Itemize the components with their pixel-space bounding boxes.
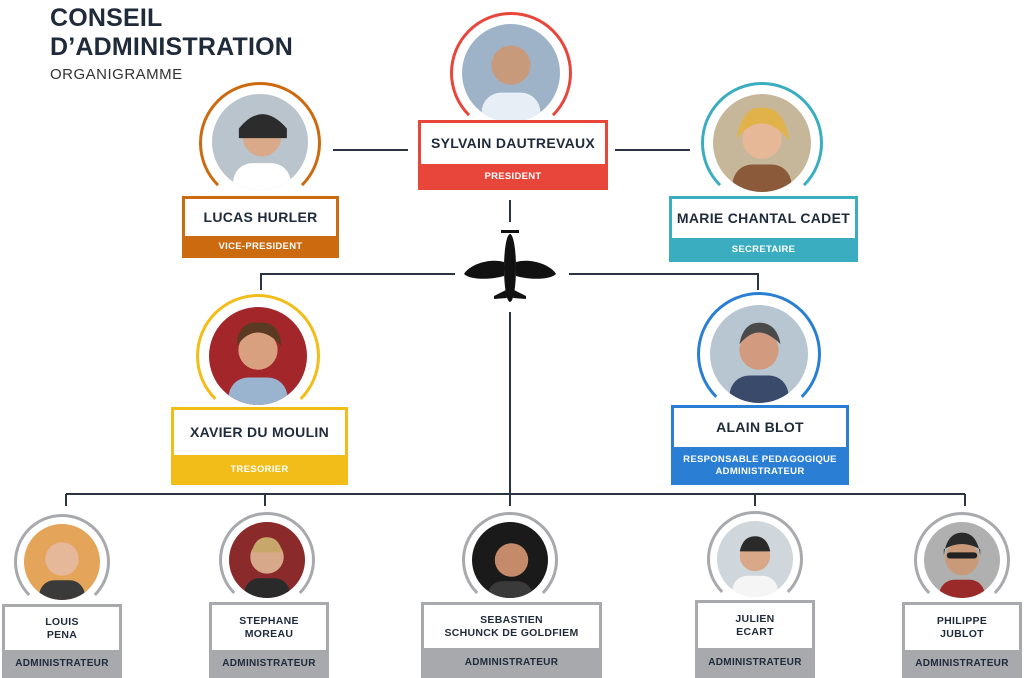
member-role: ADMINISTRATEUR (695, 648, 815, 678)
avatar-ring (196, 294, 320, 418)
avatar-ring (701, 82, 823, 204)
member-role: PRESIDENT (418, 164, 608, 190)
page-subtitle: ORGANIGRAMME (50, 66, 183, 83)
avatar-ring (14, 514, 110, 610)
member-name: LUCAS HURLER (203, 209, 318, 225)
member-role: ADMINISTRATEUR (421, 648, 602, 678)
member-name: PHILIPPE JUBLOT (936, 614, 988, 640)
member-role: VICE-PRESIDENT (182, 236, 339, 258)
avatar (717, 521, 793, 597)
avatar (462, 24, 560, 122)
avatar (713, 94, 811, 192)
member-name: SYLVAIN DAUTREVAUX (430, 135, 596, 151)
member-role: TRESORIER (171, 455, 348, 485)
member-name: JULIEN ECART (735, 612, 775, 638)
member-name: STEPHANE MOREAU (239, 614, 299, 640)
avatar-ring (450, 12, 572, 134)
avatar-ring (697, 292, 821, 416)
avatar-ring (914, 512, 1010, 608)
member-name: XAVIER DU MOULIN (189, 424, 330, 440)
avatar (209, 307, 307, 405)
avatar (212, 94, 308, 190)
member-role: SECRETAIRE (669, 238, 858, 262)
member-name: MARIE CHANTAL CADET (676, 210, 851, 226)
member-role: RESPONSABLE PEDAGOGIQUE ADMINISTRATEUR (671, 447, 849, 485)
member-role: ADMINISTRATEUR (902, 650, 1022, 678)
member-role: ADMINISTRATEUR (209, 650, 329, 678)
member-role: ADMINISTRATEUR (2, 650, 122, 678)
avatar (924, 522, 1000, 598)
avatar (229, 522, 305, 598)
avatar-ring (462, 512, 558, 608)
page-title: CONSEIL D’ADMINISTRATION (50, 4, 293, 61)
member-name: LOUIS PENA (45, 615, 79, 641)
avatar-ring (707, 511, 803, 607)
member-name: ALAIN BLOT (716, 419, 804, 435)
connector-tresorier-plane (260, 273, 455, 290)
member-name: SEBASTIEN SCHUNCK DE GOLDFIEM (444, 613, 579, 639)
avatar-ring (199, 82, 321, 204)
avatar (472, 522, 548, 598)
airplane-icon (464, 230, 556, 302)
avatar (710, 305, 808, 403)
connector-responsable-plane (569, 273, 759, 290)
avatar-ring (219, 512, 315, 608)
avatar (24, 524, 100, 600)
